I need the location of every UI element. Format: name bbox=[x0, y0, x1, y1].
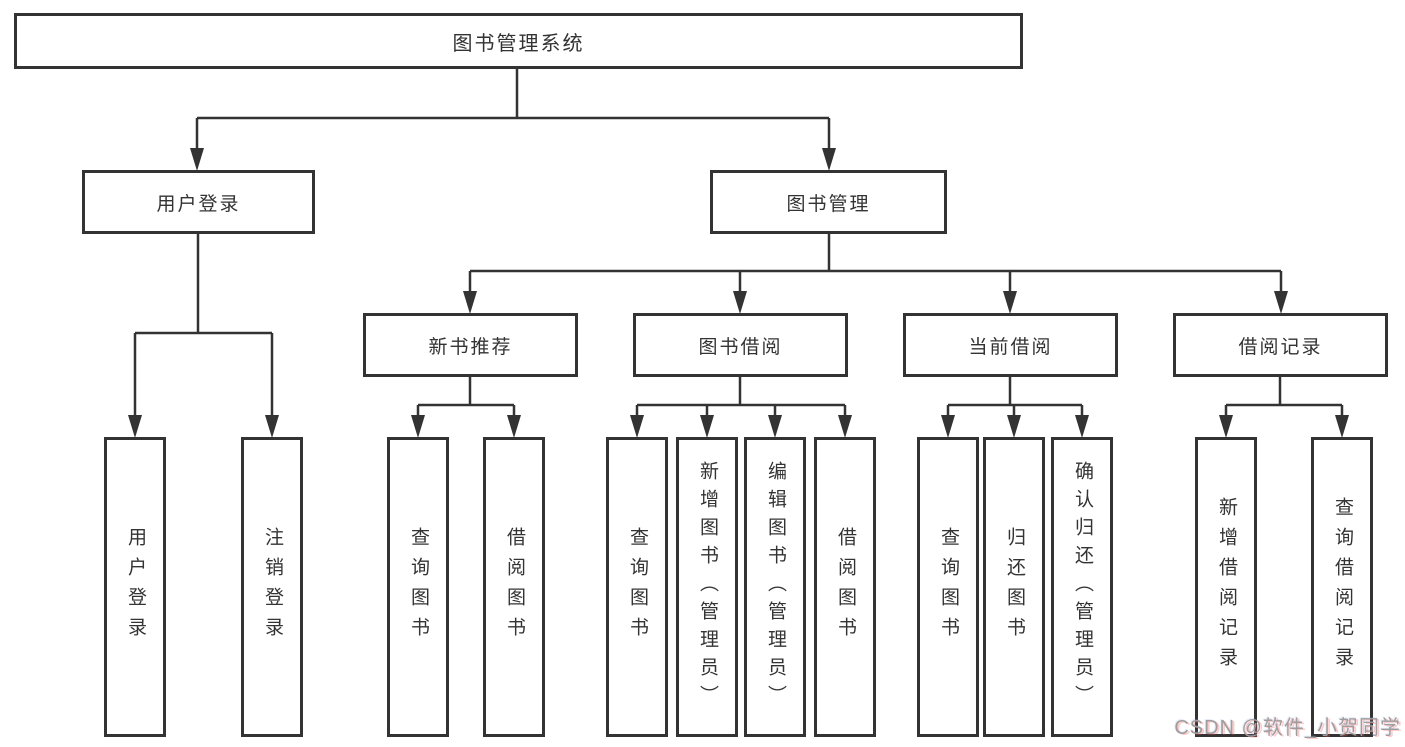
leaf-add-borrow-record: 新增借阅记录 bbox=[1195, 437, 1257, 737]
leaf-logout: 注销登录 bbox=[241, 437, 303, 737]
leaf-label: 借阅图书 bbox=[504, 527, 525, 647]
leaf-label: 新增图书（管理员） bbox=[697, 461, 718, 713]
node-label: 图书管理 bbox=[786, 193, 871, 215]
node-new-book-recommend: 新书推荐 bbox=[363, 313, 578, 377]
leaf-user-login: 用户登录 bbox=[104, 437, 166, 737]
leaf-label: 查询图书 bbox=[627, 527, 648, 647]
node-label: 图书借阅 bbox=[698, 336, 783, 358]
leaf-confirm-return-admin: 确认归还（管理员） bbox=[1051, 437, 1113, 737]
leaf-query-borrow-record: 查询借阅记录 bbox=[1311, 437, 1373, 737]
leaf-query-books-2: 查询图书 bbox=[606, 437, 668, 737]
arrowheads bbox=[128, 148, 1349, 438]
leaf-label: 查询图书 bbox=[938, 527, 959, 647]
leaf-label: 确认归还（管理员） bbox=[1072, 461, 1093, 713]
leaf-edit-book-admin: 编辑图书（管理员） bbox=[744, 437, 806, 737]
leaf-label: 编辑图书（管理员） bbox=[765, 461, 786, 713]
leaf-label: 用户登录 bbox=[125, 527, 146, 647]
node-book-borrow: 图书借阅 bbox=[633, 313, 848, 377]
node-label: 借阅记录 bbox=[1238, 336, 1323, 358]
node-label: 用户登录 bbox=[156, 193, 241, 215]
leaf-query-books-3: 查询图书 bbox=[917, 437, 979, 737]
node-system-root: 图书管理系统 bbox=[14, 13, 1023, 69]
node-label: 新书推荐 bbox=[428, 336, 513, 358]
node-book-management: 图书管理 bbox=[710, 170, 947, 234]
leaf-borrow-books-2: 借阅图书 bbox=[814, 437, 876, 737]
node-borrow-records: 借阅记录 bbox=[1173, 313, 1388, 377]
leaf-label: 查询借阅记录 bbox=[1332, 497, 1353, 677]
leaf-add-book-admin: 新增图书（管理员） bbox=[676, 437, 738, 737]
leaf-return-book: 归还图书 bbox=[983, 437, 1045, 737]
leaf-label: 归还图书 bbox=[1004, 527, 1025, 647]
node-label: 图书管理系统 bbox=[452, 32, 585, 55]
leaf-borrow-books-1: 借阅图书 bbox=[483, 437, 545, 737]
node-user-login: 用户登录 bbox=[82, 170, 315, 234]
node-current-borrow: 当前借阅 bbox=[903, 313, 1118, 377]
node-label: 当前借阅 bbox=[968, 336, 1053, 358]
csdn-watermark: CSDN @软件_小贺同学 bbox=[1174, 717, 1401, 739]
leaf-label: 查询图书 bbox=[408, 527, 429, 647]
leaf-label: 新增借阅记录 bbox=[1216, 497, 1237, 677]
leaf-query-books-1: 查询图书 bbox=[387, 437, 449, 737]
leaf-label: 注销登录 bbox=[262, 527, 283, 647]
leaf-label: 借阅图书 bbox=[835, 527, 856, 647]
